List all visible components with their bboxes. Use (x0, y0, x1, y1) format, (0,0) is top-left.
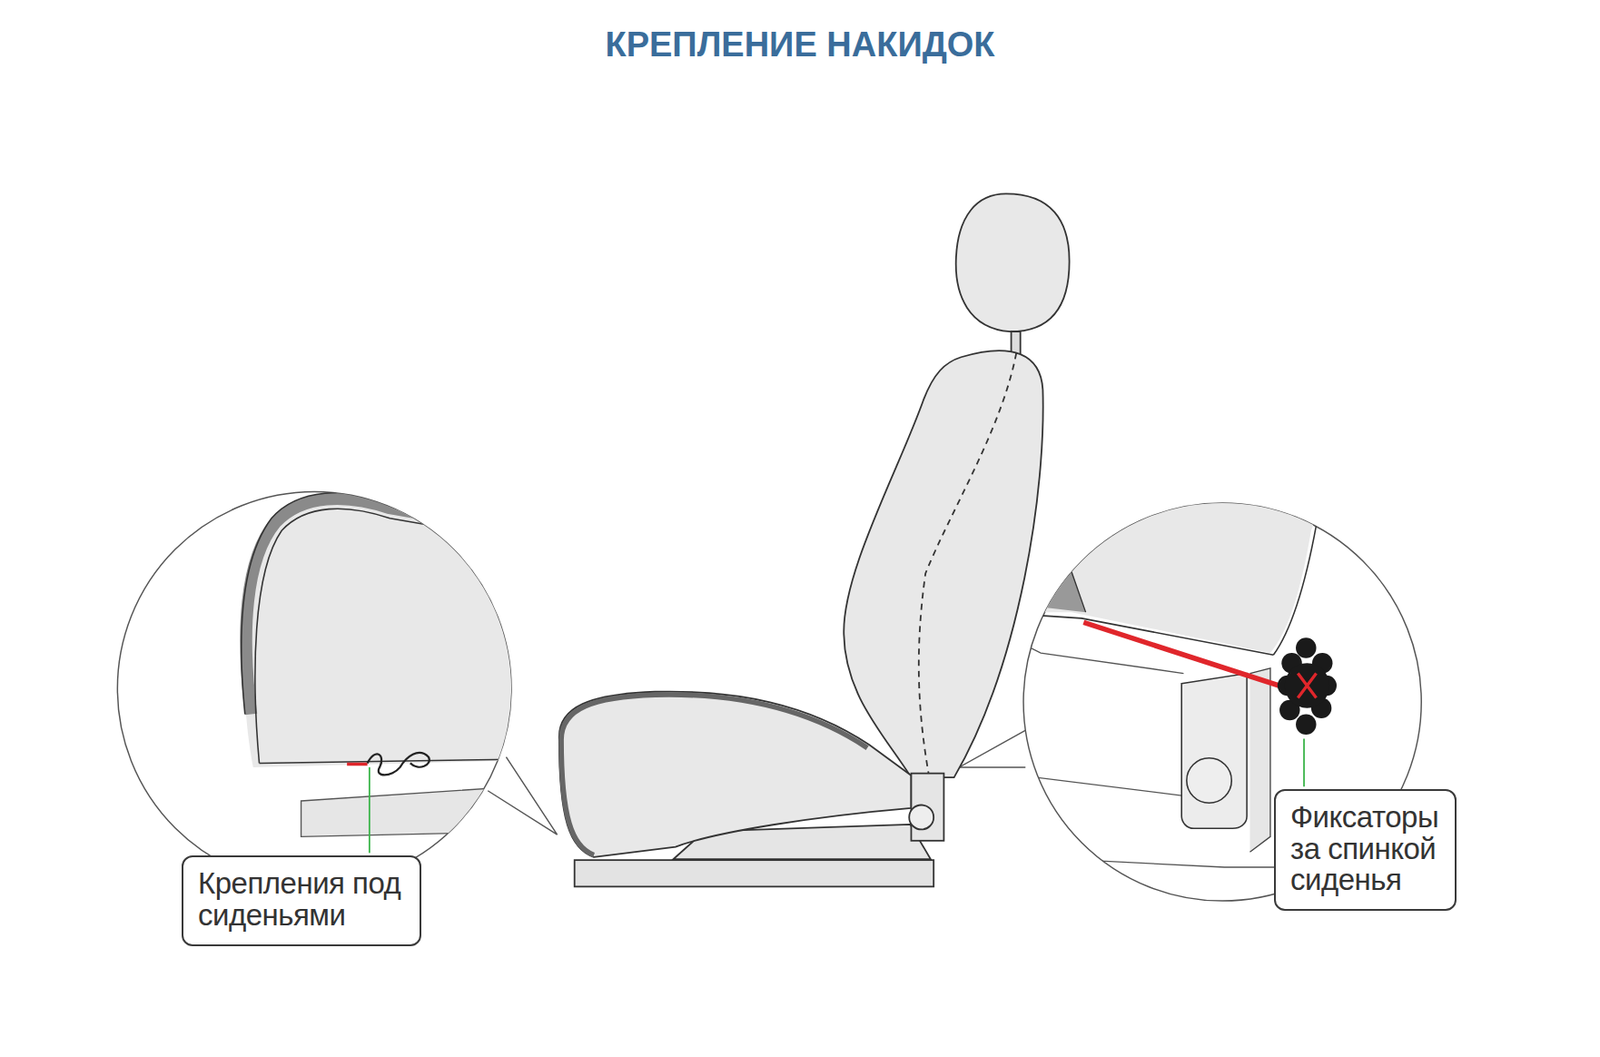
label-box: Фиксаторы за спинкой сиденья (1274, 789, 1457, 911)
label-box: Крепления под сиденьями (181, 855, 422, 947)
label-text: Фиксаторы за спинкой сиденья (1290, 801, 1441, 897)
car-seat (559, 193, 1070, 887)
diagram-title: КРЕПЛЕНИЕ НАКИДОК (0, 25, 1600, 65)
label-text: Крепления под сиденьями (197, 868, 405, 931)
leader-line (1303, 738, 1305, 787)
leader-line (368, 767, 371, 853)
under-seat-detail (241, 493, 532, 838)
